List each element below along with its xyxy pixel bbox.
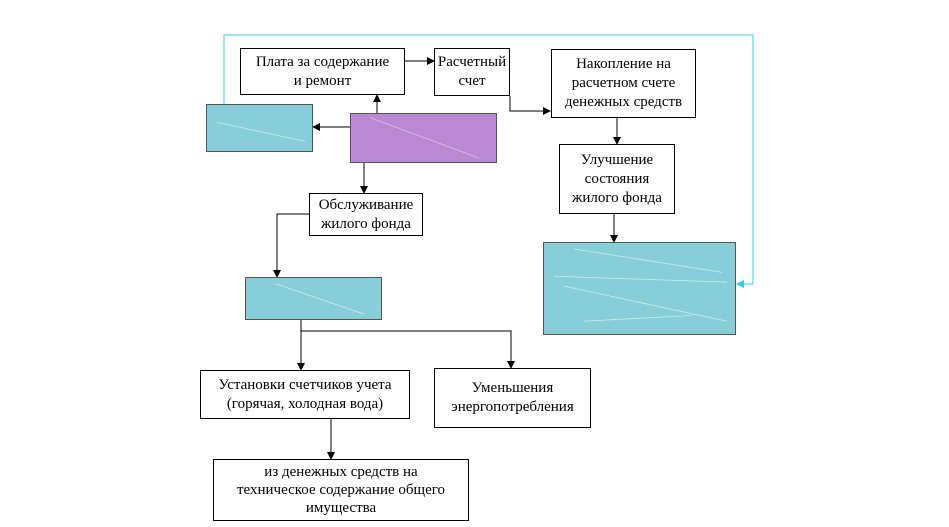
right-teal-texture	[553, 248, 728, 322]
arrow-mid-teal-to-reduction	[301, 330, 515, 369]
middle-teal-texture	[275, 283, 365, 315]
arrow-service-to-mid-teal	[273, 213, 309, 278]
service-box: Обслуживание жилого фонда	[309, 193, 423, 236]
purple-texture	[370, 117, 480, 159]
payment-box: Плата за содержание и ремонт	[240, 48, 405, 95]
arrow-account-to-accumulation	[509, 96, 551, 115]
feedback-line	[223, 34, 754, 288]
purple-block	[350, 113, 497, 163]
improvement-box: Улучшение состояния жилого фонда	[559, 144, 675, 214]
reduction-box: Уменьшения энергопотребления	[434, 368, 591, 428]
middle-teal-block	[245, 277, 382, 320]
meters-box: Установки счетчиков учета (горячая, холо…	[200, 370, 410, 419]
account-box: Расчетный счет	[434, 48, 510, 96]
left-teal-texture	[216, 121, 306, 142]
funds-box: из денежных средств на техническое содер…	[213, 459, 469, 521]
accumulation-box: Накопление на расчетном счете денежных с…	[551, 49, 696, 118]
left-teal-block	[206, 104, 313, 152]
right-teal-block	[543, 242, 736, 335]
